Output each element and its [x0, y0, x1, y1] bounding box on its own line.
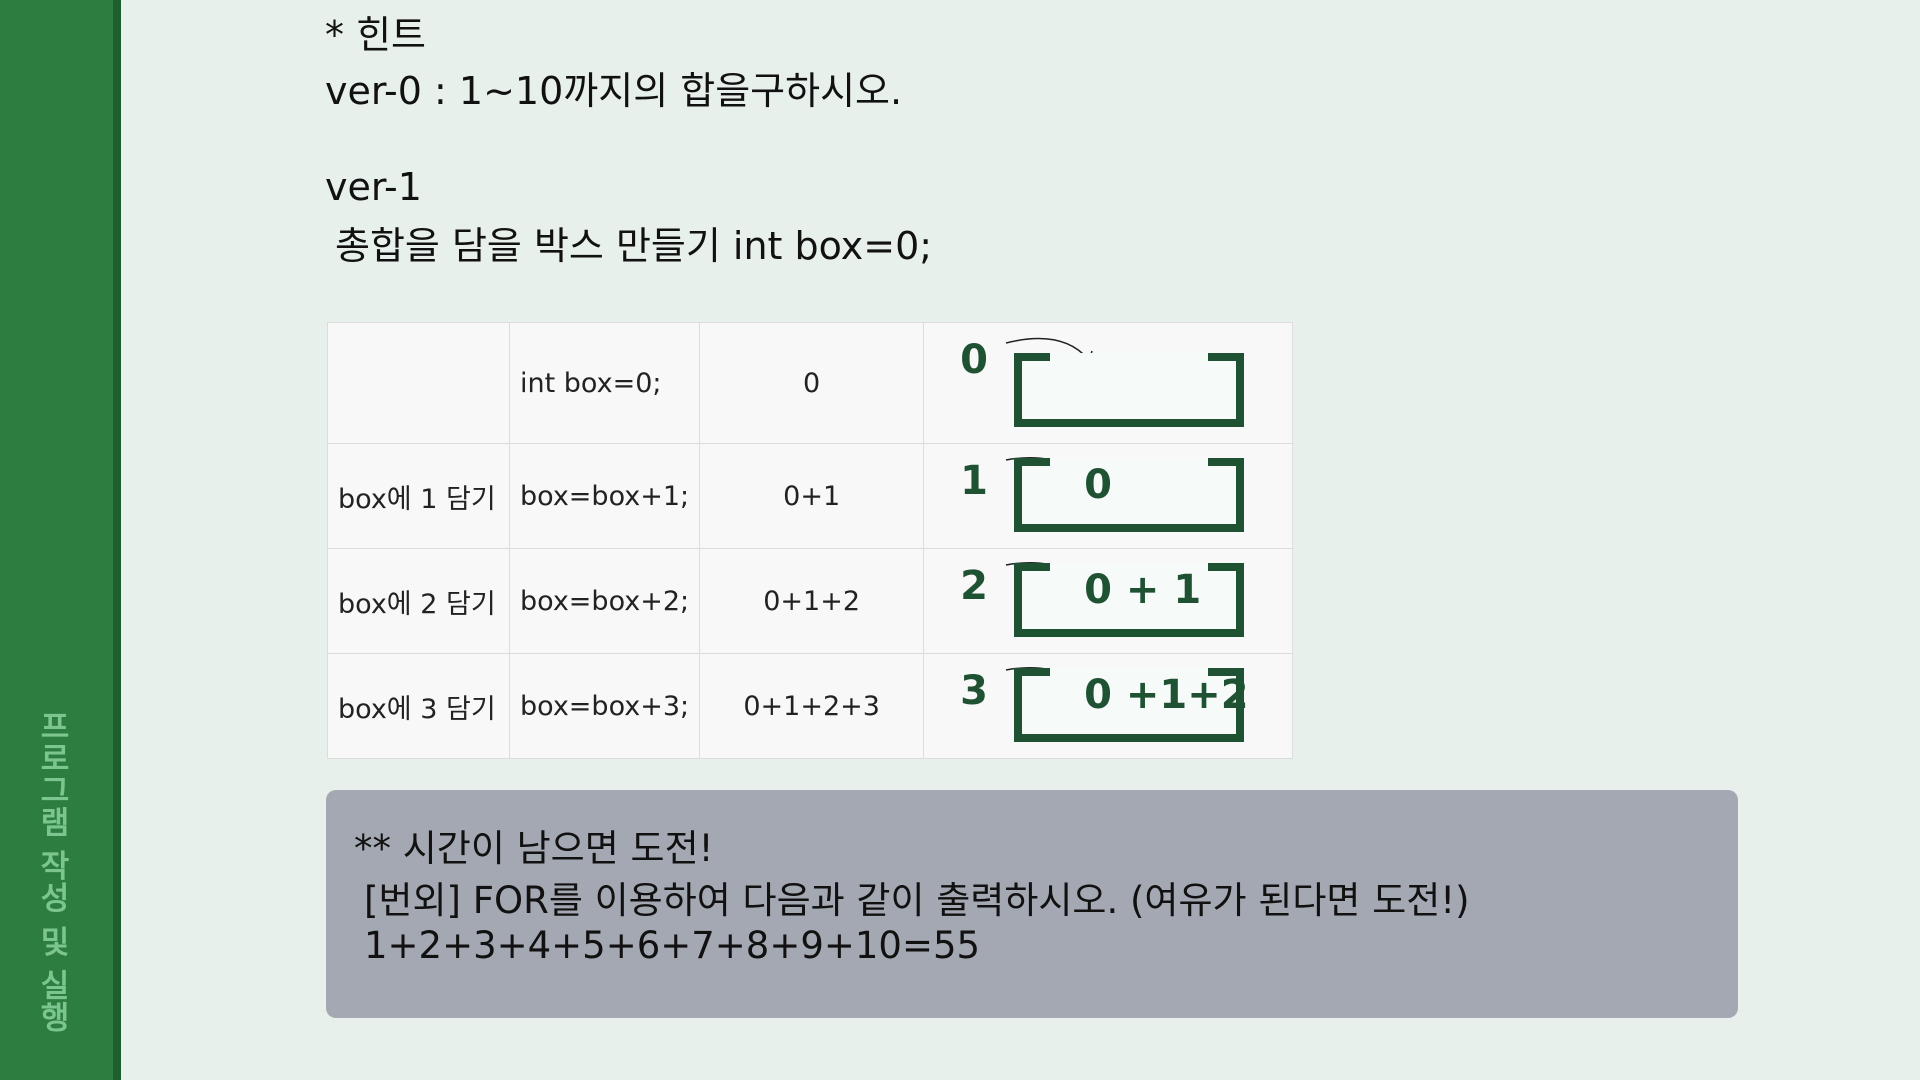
row-code: int box=0; [508, 322, 701, 444]
sum-box: 0 + 1 [1014, 563, 1245, 637]
challenge-title: ** 시간이 남으면 도전! [354, 827, 714, 870]
box-diagram-cell: 3 0 +1+2 [923, 653, 1294, 759]
box-diagram-cell: 1 0 [923, 443, 1294, 549]
row-description: box에 1 담기 [327, 443, 510, 549]
ver0-text: ver-0 : 1~10까지의 합을구하시오. [325, 69, 903, 113]
row-code: box=box+1; [508, 443, 701, 549]
row-description: box에 2 담기 [327, 548, 510, 654]
step-number: 1 [960, 458, 988, 504]
challenge-instruction: [번외] FOR를 이용하여 다음과 같이 출력하시오. (여유가 된다면 도전… [364, 879, 1470, 922]
row-code: box=box+2; [508, 548, 701, 654]
box-value: 0 +1+2 [1084, 672, 1249, 718]
sum-box: 0 [1014, 458, 1245, 532]
box-value: 0 [1084, 462, 1112, 508]
sum-box: 0 +1+2 [1014, 668, 1249, 742]
challenge-expected-output: 1+2+3+4+5+6+7+8+9+10=55 [364, 924, 981, 967]
ver1-label: ver-1 [325, 165, 422, 209]
ver1-description: 총합을 담을 박스 만들기 int box=0; [335, 224, 933, 268]
row-expression: 0 [699, 322, 925, 444]
row-description: box에 3 담기 [327, 653, 510, 759]
sidebar [0, 0, 113, 1080]
sum-box [1014, 353, 1245, 427]
row-expression: 0+1+2 [699, 548, 925, 654]
step-number: 3 [960, 668, 988, 714]
row-code: box=box+3; [508, 653, 701, 759]
table-row: int box=0; 0 0 [327, 322, 1294, 444]
box-value: 0 + 1 [1084, 567, 1202, 613]
sidebar-edge [113, 0, 121, 1080]
box-diagram-cell: 0 [923, 322, 1294, 444]
table-row: box에 2 담기 box=box+2; 0+1+2 2 0 + 1 [327, 548, 1294, 654]
hint-title: * 힌트 [325, 13, 426, 57]
row-expression: 0+1+2+3 [699, 653, 925, 759]
table-row: box에 1 담기 box=box+1; 0+1 1 0 [327, 443, 1294, 549]
sidebar-title: 프로그램 작성 및 실행 [33, 710, 70, 1034]
trace-table: int box=0; 0 0 box에 1 담기 box=box+1; 0+1 … [327, 322, 1294, 759]
step-number: 2 [960, 563, 988, 609]
row-description [327, 322, 510, 444]
box-diagram-cell: 2 0 + 1 [923, 548, 1294, 654]
step-number: 0 [960, 337, 988, 383]
row-expression: 0+1 [699, 443, 925, 549]
table-row: box에 3 담기 box=box+3; 0+1+2+3 3 0 +1+2 [327, 653, 1294, 759]
challenge-panel: ** 시간이 남으면 도전! [번외] FOR를 이용하여 다음과 같이 출력하… [326, 790, 1738, 1018]
